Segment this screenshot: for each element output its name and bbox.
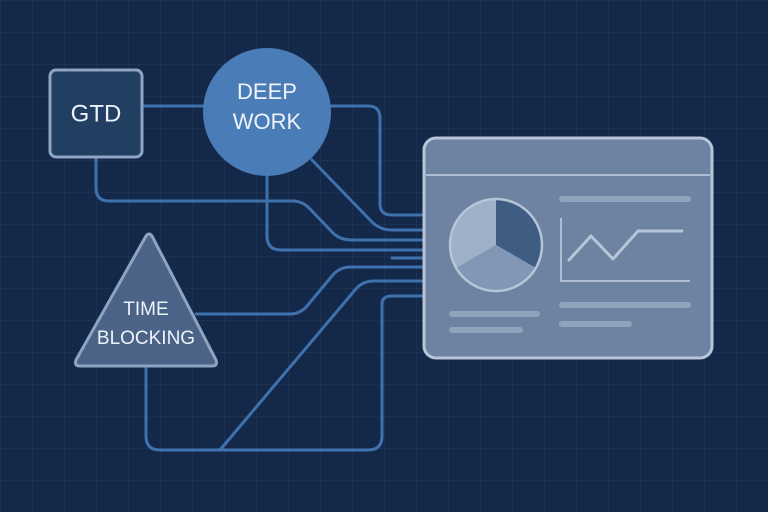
dashboard-window[interactable]: [422, 136, 714, 360]
gtd-label: GTD: [71, 100, 122, 127]
deep-work-circle: [203, 48, 331, 176]
time-blocking-triangle: [74, 232, 218, 368]
node-time-blocking[interactable]: TIME BLOCKING: [74, 232, 218, 368]
pie-slice-mid: [456, 245, 536, 291]
gtd-box: [48, 68, 144, 159]
connector-timeblocking-dashboard-2: [144, 294, 426, 452]
deep-work-label-line2: WORK: [233, 109, 302, 134]
node-gtd[interactable]: GTD: [48, 68, 144, 159]
dashboard-pie-chart: [448, 197, 544, 293]
node-deep-work[interactable]: DEEP WORK: [203, 48, 331, 176]
connector-deepwork-dashboard-2: [310, 158, 426, 232]
connector-timeblocking-dashboard-1: [194, 265, 426, 316]
time-blocking-label-line2: BLOCKING: [97, 328, 195, 349]
connector-gtd-dashboard: [94, 155, 426, 242]
time-blocking-label-line1: TIME: [123, 299, 168, 320]
connectors: [94, 104, 426, 452]
connector-deepwork-dashboard-3: [265, 174, 426, 252]
line-chart-series: [567, 229, 684, 262]
line-chart-axes: [560, 218, 690, 282]
connector-deepwork-dashboard-1: [323, 104, 426, 217]
deep-work-label-line1: DEEP: [237, 79, 297, 104]
dashboard-line-chart: [560, 218, 690, 282]
connector-bottom-diagonal-dashboard: [218, 279, 426, 452]
pie-outline: [448, 197, 544, 293]
